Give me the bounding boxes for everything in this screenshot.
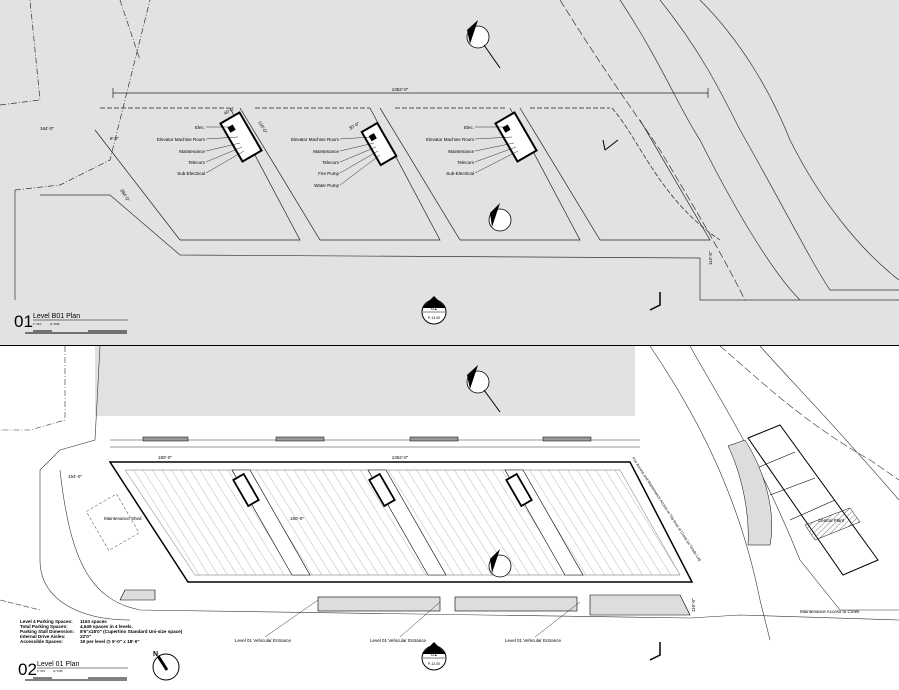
room-label: Water Pump [314,183,339,188]
overall-dimension-bottom: 1362'-0" [392,455,409,460]
north-label: N [153,651,158,658]
section-cut-marker [466,365,661,661]
maintenance-shed: Maintenance Shed [85,493,142,551]
vehicular-entrance-label: Level 01 Vehicular Entrance [370,638,427,643]
note-value: 4,649 spaces in 4 levels. [80,624,133,629]
room-label: Telecom [188,160,205,165]
view-title: Level B01 Plan [33,313,80,320]
scale-ratio: (1:768) [50,322,60,326]
basement-outline [94,88,721,241]
view-title: Level 01 Plan [37,661,80,668]
note-value: 8'6"x18'0" (Cupertino Standard Uni-size … [80,629,183,634]
level-b01-plan-panel [0,0,899,345]
service-core-1 [219,111,263,163]
maintenance-access-label: Maintenance Access to Creek [800,609,860,614]
dimension-label: 164'-0" [40,126,54,131]
room-label: Elevator Machine Room [291,137,339,142]
note-label: Parking Stall Dimension: [20,629,75,634]
service-core-3 [494,111,538,163]
dimension-label: 384'-0" [119,188,131,203]
overall-dimension-top: 1362'-0" [392,87,409,92]
view-number: 01 [14,312,33,331]
note-label: Accessible Spaces: [20,639,63,644]
vehicular-entrance-label: Level 01 Vehicular Entrance [505,638,562,643]
room-label: Elevator Machine Room [426,137,474,142]
dimension-label: 40'-0" [223,106,236,116]
north-arrow-icon: N [152,651,180,681]
central-plant-label: Central Plant [818,518,845,523]
section-number: 01 [431,652,438,658]
view-title-block-bottom: 02 Level 01 Plan 1"=64' (1:768) [18,660,128,681]
view-title-block-top: 01 Level B01 Plan 1"=64' (1:768) [14,312,128,334]
site-boundary-top [0,0,899,301]
entrance-leaders [264,599,581,638]
dimension-label: 8'-0" [110,136,119,141]
note-value: 22'0" [80,634,91,639]
room-label: Telecom [457,160,474,165]
room-label: Fire Pump [318,171,339,176]
section-marker-bottom: 01 P-12.00 [421,642,447,671]
section-sheet: P-13.00 [428,316,440,320]
note-label: Internal Drive Aisles: [20,634,66,639]
room-label: Telecom [322,160,339,165]
vehicular-entrance-label: Level 01 Vehicular Entrance [235,638,292,643]
dimension-label: 112'-0" [708,251,713,265]
parking-notes: Level 4 Parking Spaces: 1163 spaces Tota… [20,619,183,644]
sheet-divider [0,345,899,346]
scale-label: 1"=64' [33,322,42,326]
room-label: Elec. [195,125,205,130]
dimension-label: 164'-0" [68,474,82,479]
dimension-label: 150'-0" [290,516,304,521]
section-marker-top: 01 P-13.00 [421,296,447,325]
central-plant: Central Plant [727,424,879,576]
note-value: 19 per level @ 9'-0" x 18'-0" [80,639,140,644]
dimension-label: 180'-0" [158,455,172,460]
dimension-label: 30'-0" [348,121,361,131]
section-sheet: P-12.00 [428,662,440,666]
room-label: Sub-Electrical [177,171,205,176]
scale-ratio: (1:768) [53,669,63,673]
section-cut-marker [466,20,661,311]
maintenance-shed-label: Maintenance Shed [104,516,142,521]
service-core-2 [360,121,398,167]
core-leader-lines [205,126,519,186]
view-number: 02 [18,660,37,679]
dimension-label: 110'-0" [691,598,696,612]
existing-site-area [95,346,635,416]
room-label: Sub-Electrical [446,171,474,176]
section-number: 01 [431,306,438,312]
room-label: Maintenance [179,149,205,154]
scale-label: 1"=64' [37,669,46,673]
room-label: Maintenance [313,149,339,154]
entrance-ramps [119,589,691,616]
room-label: Elec. [464,125,474,130]
note-value: 1163 spaces [80,619,107,624]
bus-shelters [142,436,592,442]
room-label: Maintenance [448,149,474,154]
dimension-label: 110'-0" [257,120,268,135]
room-label: Elevator Machine Room [157,137,205,142]
note-label: Level 4 Parking Spaces: [20,619,73,624]
parking-garage-level-01 [108,461,694,583]
note-label: Total Parking Spaces: [20,624,68,629]
